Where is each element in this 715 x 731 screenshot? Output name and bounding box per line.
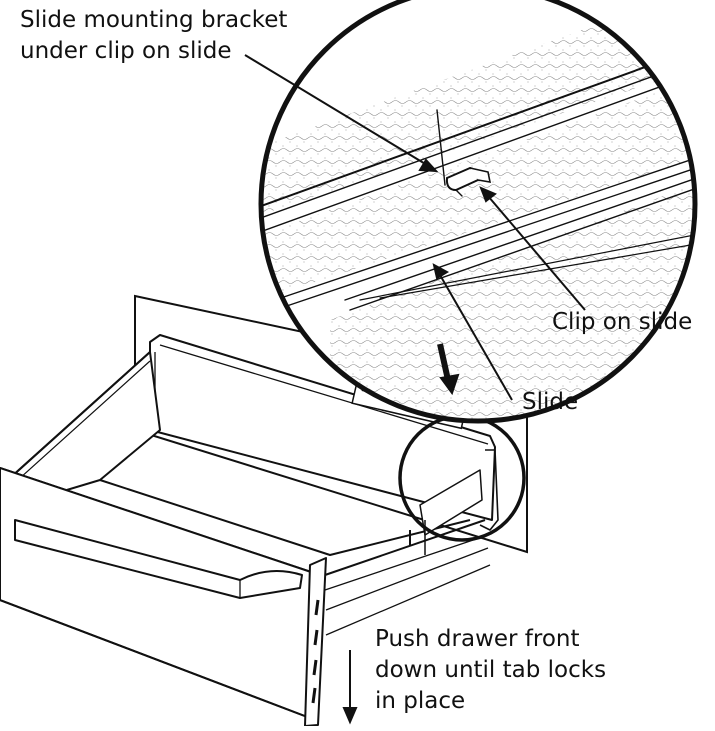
magnified-view	[258, 0, 698, 424]
mounting-bracket-callout: Slide mounting bracket under clip on sli…	[20, 5, 287, 67]
clip-on-slide-callout: Clip on slide	[552, 309, 693, 335]
drawer	[0, 334, 499, 727]
mounting-bracket-callout-line2: under clip on slide	[20, 38, 232, 64]
push-instruction-callout: Push drawer front down until tab locks i…	[375, 624, 606, 717]
leader-lines	[244, 54, 586, 725]
push-instruction-line2: down until tab locks	[375, 657, 607, 683]
push-instruction-line3: in place	[375, 688, 466, 714]
slide-callout: Slide	[522, 389, 579, 415]
push-instruction-line1: Push drawer front	[375, 626, 580, 652]
mounting-bracket-callout-line1: Slide mounting bracket	[20, 7, 288, 33]
